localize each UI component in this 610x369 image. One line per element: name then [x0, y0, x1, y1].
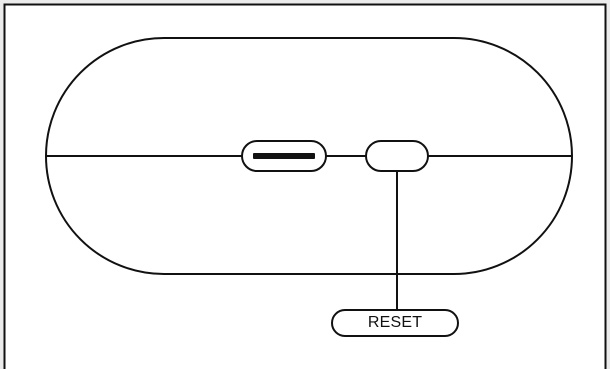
reset-callout-pill	[331, 309, 459, 337]
reset-button	[365, 140, 429, 172]
panel-border	[3, 3, 607, 369]
usb-c-port-slot	[253, 153, 315, 159]
reset-callout-label: RESET	[367, 314, 423, 331]
